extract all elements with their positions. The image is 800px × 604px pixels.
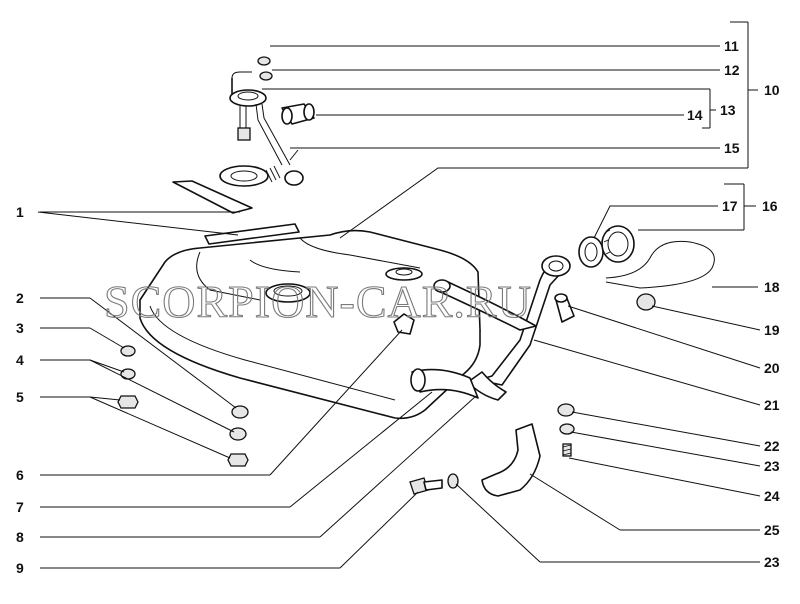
seal-ring bbox=[578, 236, 604, 268]
callout-5: 5 bbox=[16, 389, 24, 405]
callout-12: 12 bbox=[724, 62, 740, 78]
callout-7: 7 bbox=[16, 499, 24, 515]
bolt-24 bbox=[562, 443, 572, 457]
callout-2: 2 bbox=[16, 290, 24, 306]
watermark: SCORPION-CAR.RU bbox=[104, 276, 532, 327]
washer-23b bbox=[447, 473, 459, 489]
callout-9: 9 bbox=[16, 560, 24, 576]
filler-cap bbox=[601, 225, 635, 263]
callout-labels: 1 2 3 4 5 6 7 8 9 10 11 12 13 14 15 16 1… bbox=[16, 38, 780, 576]
callout-8: 8 bbox=[16, 529, 24, 545]
callout-22: 22 bbox=[764, 438, 780, 454]
callout-11: 11 bbox=[724, 38, 739, 54]
fuel-filter bbox=[281, 103, 315, 125]
breather-hose bbox=[605, 240, 715, 289]
callout-6: 6 bbox=[16, 467, 24, 483]
washer-23 bbox=[559, 423, 575, 435]
washer-2 bbox=[231, 405, 249, 419]
callout-4: 4 bbox=[16, 352, 24, 368]
callout-21: 21 bbox=[764, 397, 780, 413]
washer-22 bbox=[557, 403, 575, 417]
callout-19: 19 bbox=[764, 322, 780, 338]
callout-20: 20 bbox=[764, 360, 780, 376]
callout-23-lower: 23 bbox=[764, 554, 780, 570]
washer-4 bbox=[120, 368, 136, 380]
washer-4b bbox=[229, 427, 247, 441]
cap-part bbox=[257, 56, 271, 66]
callout-24: 24 bbox=[764, 488, 780, 504]
callout-15: 15 bbox=[724, 140, 740, 156]
gasket-strips bbox=[172, 180, 300, 245]
callout-23-upper: 23 bbox=[764, 458, 780, 474]
callout-18: 18 bbox=[764, 279, 780, 295]
nut-5 bbox=[117, 395, 139, 409]
bolt-9 bbox=[409, 477, 443, 495]
callout-17: 17 bbox=[722, 198, 738, 214]
fuel-sender-assembly bbox=[219, 71, 304, 187]
nut-part bbox=[259, 71, 273, 81]
mounting-bracket bbox=[481, 423, 541, 497]
grommet bbox=[636, 293, 656, 311]
washer-3 bbox=[120, 345, 136, 357]
hose-clamp bbox=[393, 313, 415, 335]
callout-25: 25 bbox=[764, 522, 780, 538]
callout-13: 13 bbox=[720, 102, 736, 118]
callout-10: 10 bbox=[764, 82, 780, 98]
nut-5b bbox=[227, 453, 249, 467]
callout-1: 1 bbox=[16, 204, 24, 220]
filler-neck bbox=[410, 255, 575, 401]
leader-lines bbox=[37, 21, 761, 569]
fuel-tank bbox=[139, 229, 481, 420]
callout-16: 16 bbox=[762, 198, 778, 214]
callout-3: 3 bbox=[16, 320, 24, 336]
callout-14: 14 bbox=[687, 107, 703, 123]
